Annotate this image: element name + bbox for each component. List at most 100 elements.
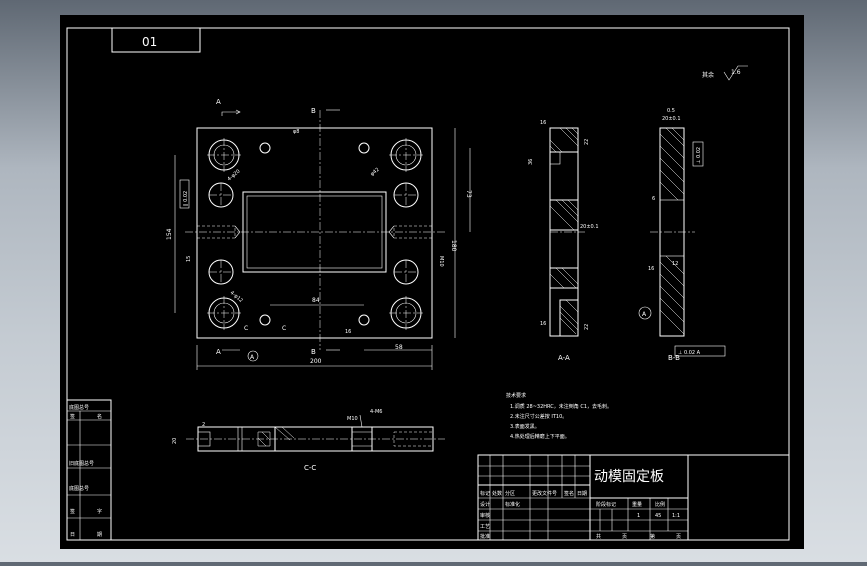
dim-aa-22b: 22 <box>584 324 590 330</box>
tb-label-5: 签名 <box>564 490 574 497</box>
side-label-8: 日 <box>70 532 75 538</box>
tb-label-4: 更改文件号 <box>532 490 557 497</box>
tb-label-6: 日期 <box>577 491 587 497</box>
code-box <box>111 27 201 53</box>
dim-bb-6: 6 <box>652 196 655 202</box>
tb-sheet-4: 页 <box>676 534 681 540</box>
tb-qty: 1 <box>637 513 640 519</box>
gdt-bb-bottom: ⊥ 0.02 A <box>678 350 701 356</box>
dim-aa-16: 16 <box>540 120 546 126</box>
dim-bb-16: 16 <box>648 266 654 272</box>
dim-73: 73 <box>465 190 472 198</box>
roughness-label: 其余 <box>702 71 714 79</box>
tb-sheet-3: 第 <box>650 533 655 540</box>
roughness-value: 1.6 <box>731 69 741 76</box>
tb-label-1: 标记 <box>480 490 490 497</box>
screw-hole-1 <box>259 142 271 154</box>
section-mark-b-top: B <box>311 107 316 115</box>
roughness-symbol <box>723 65 748 81</box>
dim-bb-tol: 20±0.1 <box>662 116 681 122</box>
dim-phi42: φ42 <box>369 167 380 178</box>
tb-sheet-1: 共 <box>596 533 601 540</box>
label-bb: B-B <box>668 354 680 362</box>
section-cc-view: C-C 20 2 M10 4-M6 <box>172 409 445 472</box>
tb-bottom-2: 审核 <box>480 512 490 519</box>
tb-bottom-4: 标准化 <box>505 501 520 508</box>
technical-notes: 技术要求 1.调质 28~32HRC，未注倒角 C1，去毛刺。 2.未注尺寸公差… <box>506 392 612 440</box>
dim-bb-05: 0.5 <box>667 108 675 114</box>
side-label-5: 底图总号 <box>69 485 89 492</box>
label-aa: A-A <box>558 354 570 362</box>
side-label-4: 旧底图总号 <box>69 460 94 467</box>
side-label-3: 名 <box>97 413 102 420</box>
tb-col-1: 阶段标记 <box>596 501 616 508</box>
drawing-title: 动模固定板 <box>594 469 664 485</box>
section-aa-view: A-A 22 36 16 20±0.1 22 16 <box>528 120 599 362</box>
tb-sheet-2: 页 <box>622 534 627 540</box>
tb-col-2: 重量 <box>632 501 642 508</box>
section-mark-c-right: C <box>282 325 286 332</box>
note-4: 4.热处理后精磨上下平面。 <box>510 433 570 440</box>
datum-letter-bb: A <box>642 311 647 318</box>
section-bb-view: B-B 0.5 20±0.1 ⊥ 0.02 6 16 12 A ⊥ 0.02 A <box>638 108 726 362</box>
drawing-code: 01 <box>142 35 157 49</box>
dim-58: 58 <box>395 344 403 351</box>
dim-180: 180 <box>450 240 457 252</box>
tb-label-3: 分区 <box>505 490 515 497</box>
guide-hole-tr <box>389 138 423 172</box>
screw-hole-3 <box>259 314 271 326</box>
dim-screw: φ8 <box>293 129 299 135</box>
section-mark-a-top: A <box>216 98 221 106</box>
dim-aa-tol: 20±0.1 <box>580 224 599 230</box>
tb-bottom-5: 批准 <box>480 533 490 540</box>
gdt-bb: ⊥ 0.02 <box>696 147 702 164</box>
dim-width: 200 <box>310 358 322 365</box>
section-mark-c-left: C <box>244 325 248 332</box>
guide-hole-br <box>389 296 423 330</box>
note-2: 2.未注尺寸公差按 IT10。 <box>510 413 567 420</box>
guide-hole-tl <box>207 138 241 172</box>
side-label-1: 底图总号 <box>69 404 89 411</box>
datum-circle-bb <box>638 306 652 320</box>
guide-hole-bl <box>207 296 241 330</box>
title-block: 动模固定板 标记 处数 分区 更改文件号 签名 日期 设计 审核 工艺 标准化 … <box>477 454 790 541</box>
dim-cc-m4: 4-M6 <box>370 409 382 415</box>
dim-cc-20: 20 <box>172 438 178 444</box>
note-1: 1.调质 28~32HRC，未注倒角 C1，去毛刺。 <box>510 403 612 410</box>
datum-letter: A <box>250 354 255 361</box>
dim-thread-right: M10 <box>438 256 444 267</box>
label-cc: C-C <box>304 464 316 472</box>
side-label-6: 签 <box>70 508 75 515</box>
dim-15: 15 <box>186 256 192 262</box>
plan-view: A A B B C C A 200 154 73 180 84 58 16 15… <box>166 98 472 370</box>
drawing-frame <box>66 27 790 541</box>
side-label-7: 字 <box>97 508 102 515</box>
section-mark-b-bottom: B <box>311 348 316 356</box>
dim-height: 154 <box>166 228 173 240</box>
dim-cc-m10: M10 <box>347 416 358 422</box>
dim-aa-22: 22 <box>584 139 590 145</box>
tb-material: 45 <box>655 513 661 519</box>
note-3: 3.表面发黑。 <box>510 423 540 430</box>
dim-aa-36: 36 <box>528 159 534 165</box>
datum-circle <box>247 350 259 362</box>
dim-aa-16b: 16 <box>540 321 546 327</box>
tb-col-3: 比例 <box>655 501 665 508</box>
side-label-9: 期 <box>97 532 102 538</box>
tb-bottom-1: 设计 <box>480 501 490 508</box>
tb-scale: 1:1 <box>672 513 680 519</box>
side-label-2: 签 <box>70 413 75 420</box>
tb-bottom-3: 工艺 <box>480 524 490 530</box>
dim-84: 84 <box>312 297 320 304</box>
screw-hole-4 <box>358 314 370 326</box>
dim-bb-12: 12 <box>672 261 678 267</box>
dim-cc-2: 2 <box>202 422 205 428</box>
tb-label-2: 处数 <box>492 490 502 497</box>
section-mark-a-bottom: A <box>216 348 221 356</box>
dim-16: 16 <box>345 329 351 335</box>
gdt-left: ∥ 0.02 <box>183 191 189 206</box>
screw-hole-2 <box>358 142 370 154</box>
side-block: 底图总号 签 名 旧底图总号 底图总号 签 字 日 期 <box>66 399 112 541</box>
